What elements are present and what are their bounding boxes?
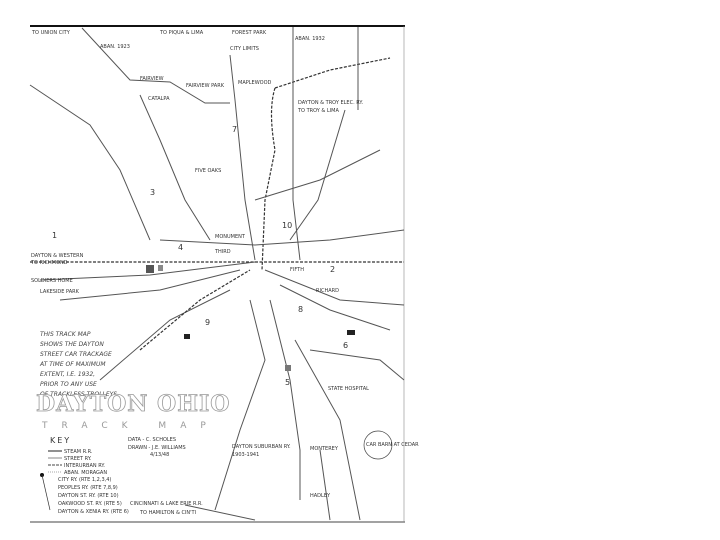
- label-richmond: TO RICHMOND: [30, 260, 68, 266]
- map-key: KEY STEAM R.R. STREET RY. INTERURBAN RY.…: [40, 436, 129, 515]
- label-dayton-western: DAYTON & WESTERN: [31, 253, 84, 259]
- label-five-oaks: FIVE OAKS: [195, 168, 221, 174]
- map-key_items-1: STREET RY.: [64, 456, 92, 462]
- map-subtitle: TRACK MAP: [41, 421, 220, 431]
- label-monument: MONUMENT: [215, 234, 246, 240]
- map-route_numbers-4: 5: [285, 378, 290, 387]
- track-lines: [29, 27, 405, 521]
- label-aban-1932: ABAN. 1932: [295, 36, 325, 42]
- map-route_numbers-5: 6: [343, 341, 348, 350]
- map-key_items-0: STEAM R.R.: [64, 449, 93, 455]
- label-state-hospital: STATE HOSPITAL: [328, 386, 369, 392]
- label-lakeside-park: LAKESIDE PARK: [40, 289, 80, 295]
- map-credits: DATA - C. SCHOLES DRAWN - J.E. WILLIAMS …: [128, 437, 186, 458]
- label-union-city: TO UNION CITY: [31, 30, 71, 36]
- label-hamilton: TO HAMILTON & CIN'TI: [139, 510, 196, 516]
- map-labels: TO UNION CITY TO PIQUA & LIMA FOREST PAR…: [30, 30, 419, 516]
- label-soldiers-home: SOLDIERS HOME: [31, 278, 73, 284]
- label-cincinnati: CINCINNATI & LAKE ERIE R.R.: [130, 501, 203, 507]
- map-route_numbers-2: 3: [150, 188, 155, 197]
- map-route_numbers-8: 9: [205, 318, 210, 327]
- label-city-limits: CITY LIMITS: [230, 46, 259, 52]
- label-fifth: FIFTH: [290, 267, 304, 273]
- label-richard: RICHARD: [316, 288, 339, 294]
- map-key_items-6: DAYTON ST. RY. (RTE 10): [58, 493, 119, 499]
- map-route_numbers-0: 1: [52, 231, 57, 240]
- label-catalpa: CATALPA: [148, 96, 170, 102]
- map-note-6: OF TRACKLESS TROLLEYS.: [40, 391, 119, 398]
- label-troy-lima: TO TROY & LIMA: [297, 108, 339, 114]
- route-numbers: 1 2 3 4 5 6 7 8 9 10: [52, 125, 348, 387]
- label-forest-park: FOREST PARK: [232, 30, 267, 36]
- label-third: THIRD: [214, 249, 231, 255]
- label-car-barn: CAR BARN AT CEDAR: [366, 442, 419, 448]
- map-note-1: SHOWS THE DAYTON: [40, 341, 104, 348]
- map-key_items-7: OAKWOOD ST. RY. (RTE 5): [58, 501, 122, 507]
- label-dayton-troy: DAYTON & TROY ELEC. RY.: [298, 100, 363, 106]
- map-note-5: PRIOR TO ANY USE: [40, 381, 97, 388]
- map-title: DAYTON OHIO: [36, 391, 230, 417]
- map-credits-1: DRAWN - J.E. WILLIAMS: [128, 445, 186, 451]
- map-key_title: KEY: [50, 436, 71, 445]
- map-route_numbers-1: 2: [330, 265, 335, 274]
- map-note: THIS TRACK MAP SHOWS THE DAYTON STREET C…: [39, 331, 119, 398]
- map-note-2: STREET CAR TRACKAGE: [40, 351, 112, 358]
- label-fairview-park: FAIRVIEW PARK: [186, 83, 225, 89]
- car-barns: [146, 265, 355, 371]
- label-piqua: TO PIQUA & LIMA: [159, 30, 204, 36]
- map-route_numbers-7: 8: [298, 305, 303, 314]
- map-credits-2: 4/13/48: [150, 452, 169, 458]
- label-maplewood: MAPLEWOOD: [238, 80, 272, 86]
- map-note-3: AT TIME OF MAXIMUM: [39, 361, 106, 368]
- label-dayton-suburban: DAYTON SUBURBAN RY.: [232, 444, 291, 450]
- map-route_numbers-9: 10: [282, 221, 292, 230]
- map-key_items-4: CITY RY. (RTE 1,2,3,4): [58, 477, 111, 483]
- label-hadley: HADLEY: [310, 493, 331, 499]
- map-route_numbers-6: 7: [232, 125, 237, 134]
- map-key_items-2: INTERURBAN RY.: [64, 463, 105, 469]
- label-monterey: MONTEREY: [310, 446, 339, 452]
- map-note-0: THIS TRACK MAP: [40, 331, 91, 338]
- label-aban-1923: ABAN. 1923: [100, 44, 130, 50]
- map-route_numbers-3: 4: [178, 243, 183, 252]
- label-fairview: FAIRVIEW: [140, 76, 164, 82]
- map-note-4: EXTENT, I.E. 1932,: [40, 371, 95, 378]
- map-key_items-8: DAYTON & XENIA RY. (RTE 6): [58, 509, 129, 515]
- map-key_items-5: PEOPLES RY. (RTE 7,8,9): [58, 485, 118, 491]
- map-key_items-3: ABAN. MORAGAN: [64, 470, 107, 476]
- label-dayton-suburban-years: 1903-1941: [232, 452, 259, 458]
- map-credits-0: DATA - C. SCHOLES: [128, 437, 176, 443]
